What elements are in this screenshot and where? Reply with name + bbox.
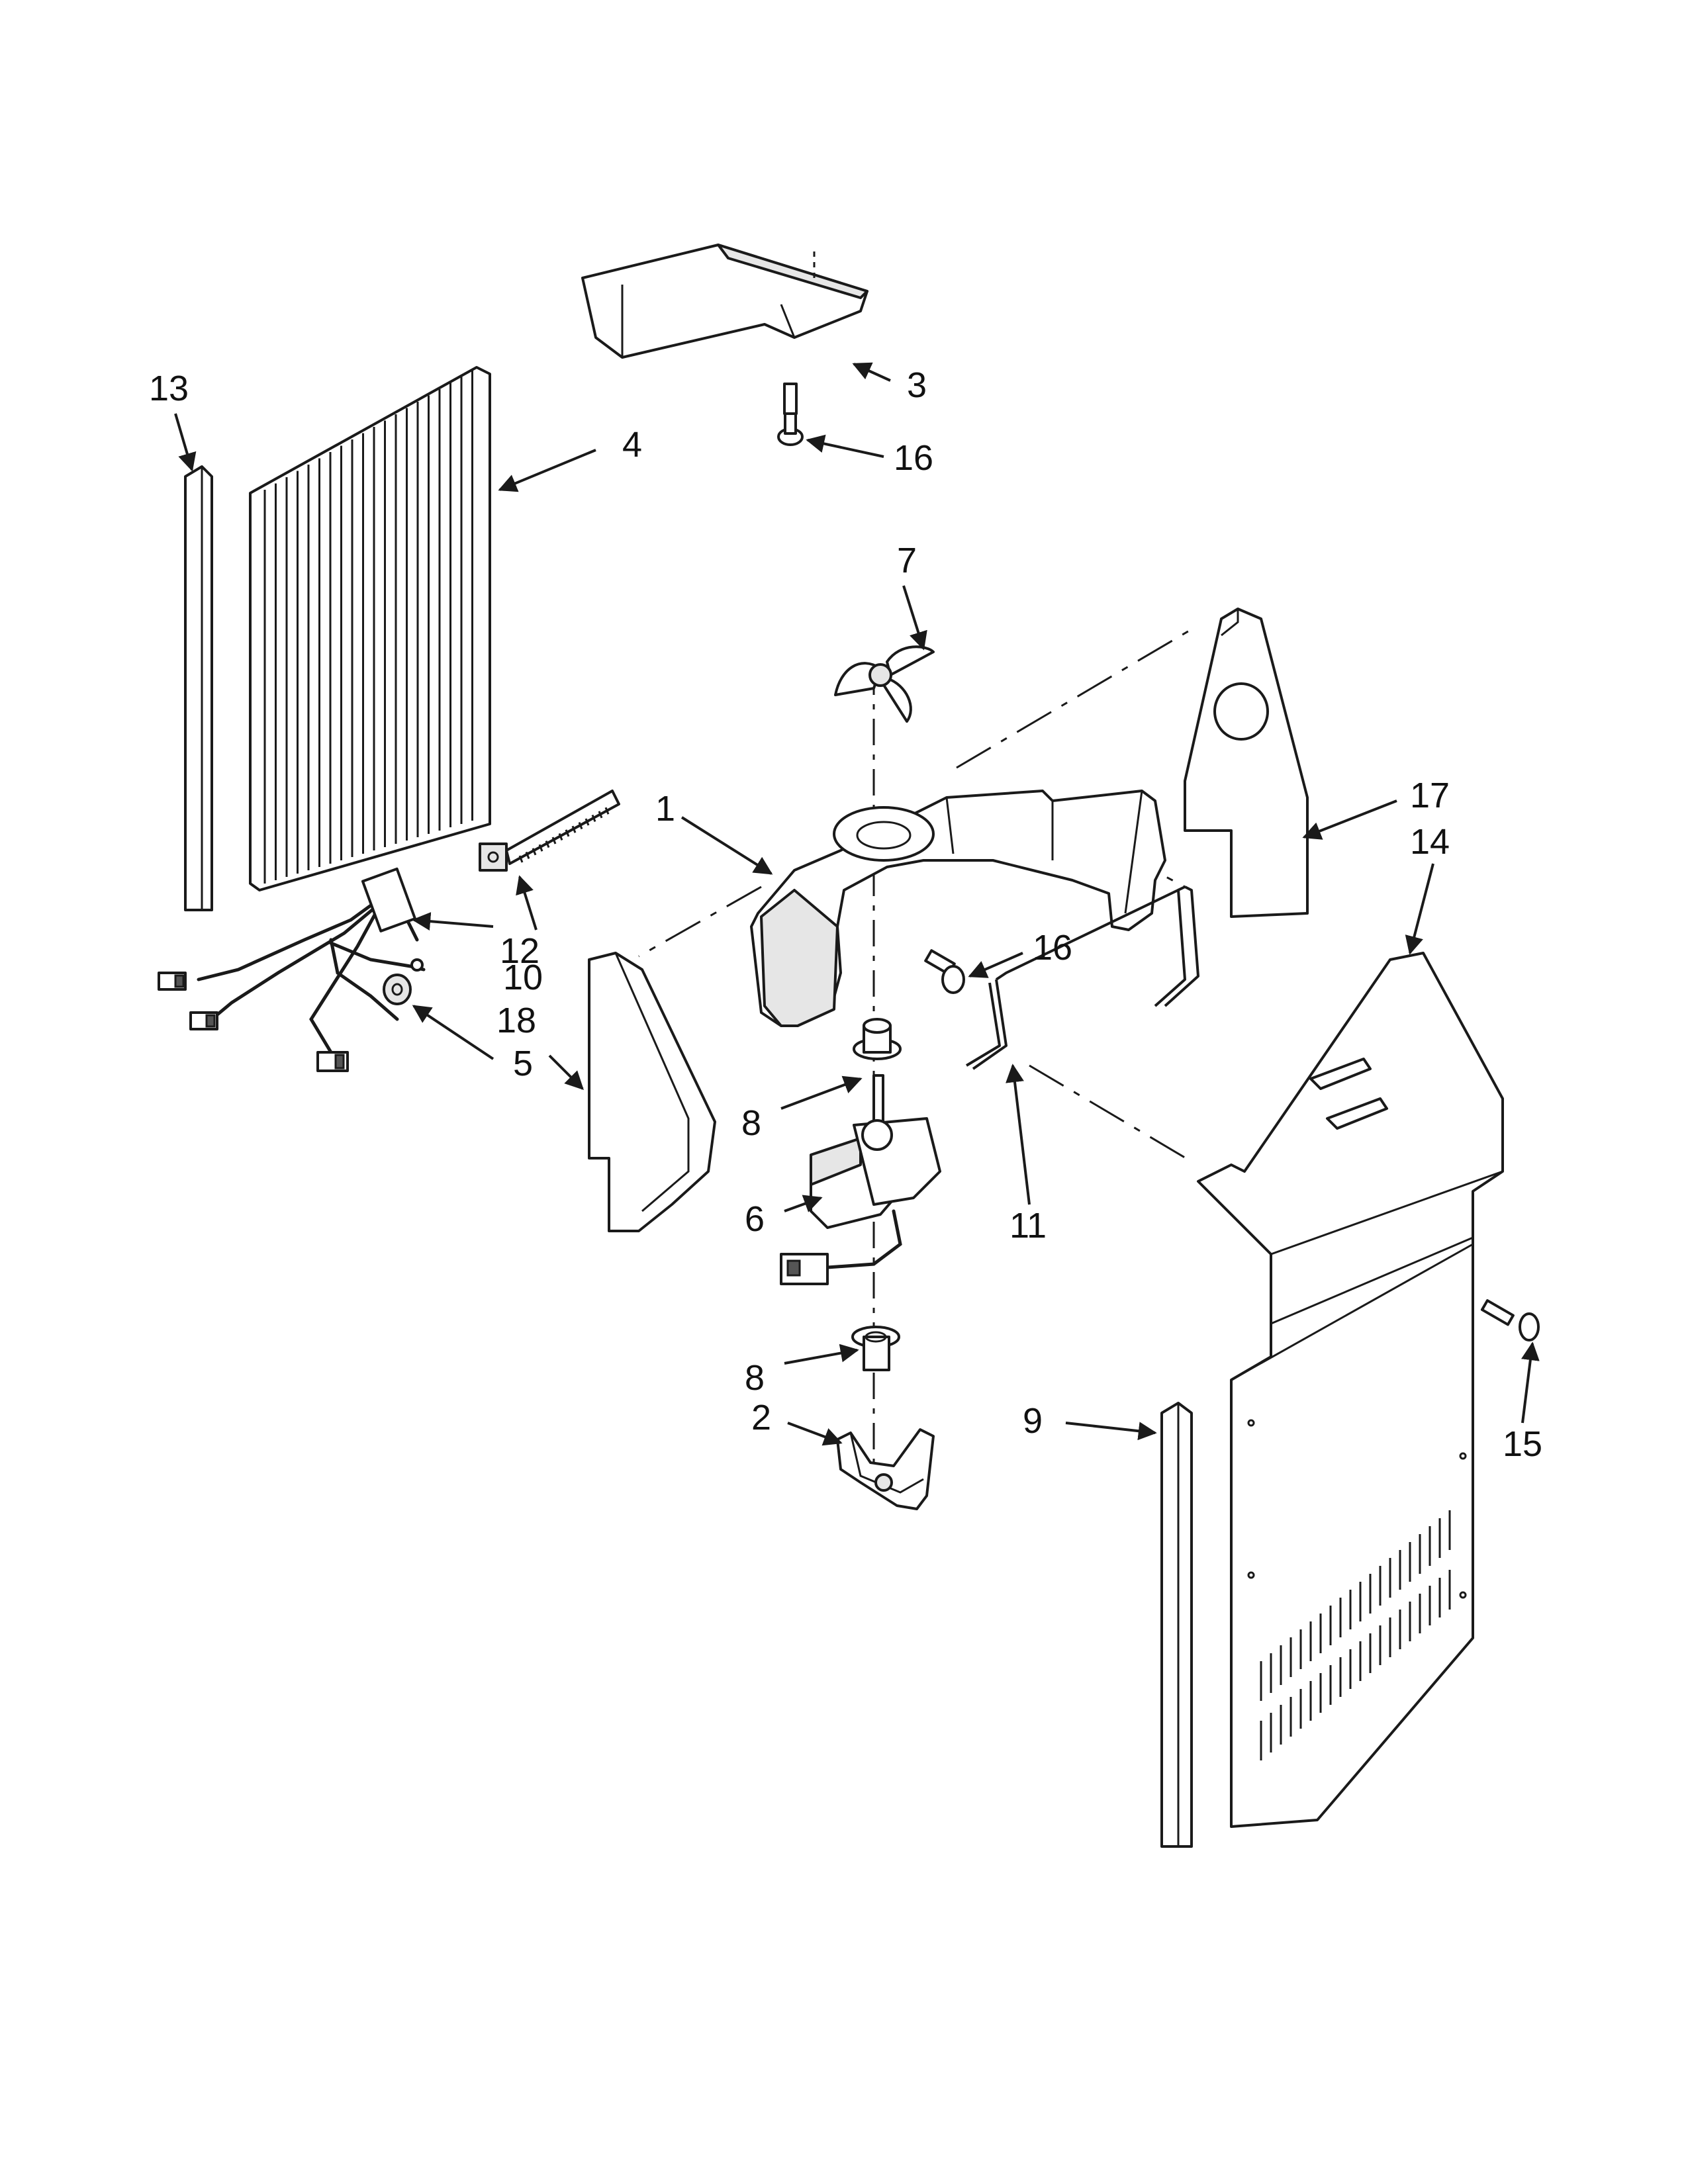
part-17-duct-plate [1184, 608, 1309, 918]
part-14-duct-cover [1197, 952, 1504, 1828]
part-8-grommet-bottom [851, 1326, 900, 1371]
callout-17: 17 [1410, 776, 1450, 815]
callout-13: 13 [149, 369, 189, 408]
callout-6: 6 [745, 1199, 765, 1239]
part-13-strip [184, 465, 213, 911]
callout-1: 1 [655, 789, 675, 829]
part-4-ribbed-panel [249, 366, 491, 891]
part-15-screw [1480, 1299, 1540, 1342]
callout-8-top: 8 [741, 1103, 761, 1143]
callout-11: 11 [1009, 1206, 1047, 1246]
callout-3: 3 [907, 365, 927, 405]
part-10-wire-harness [158, 867, 426, 1072]
part-3-top-bracket [581, 244, 868, 359]
part-18-duct-plate [588, 952, 716, 1232]
callout-9: 9 [1023, 1401, 1043, 1441]
part-5-thermistor [383, 974, 412, 1005]
callout-5: 5 [513, 1044, 533, 1083]
callout-16-mid: 16 [1033, 928, 1072, 968]
part-16-screw-top [777, 383, 804, 446]
callout-18: 18 [496, 1001, 536, 1040]
part-6-fan-motor [780, 1074, 941, 1285]
callout-14: 14 [1410, 822, 1450, 862]
callout-7: 7 [897, 541, 917, 580]
callout-16-top: 16 [894, 438, 933, 478]
callout-labels: 13 4 3 16 7 1 17 14 16 12 10 18 5 8 6 11… [149, 365, 1542, 1464]
callout-2: 2 [751, 1398, 771, 1437]
assembly-dash-lines [638, 624, 1199, 1476]
part-2-motor-bracket [836, 1428, 935, 1510]
part-1-fan-shroud [750, 790, 1166, 1027]
part-12-cable-tie [479, 790, 620, 872]
part-9-strip [1160, 1402, 1193, 1848]
callout-12: 12 [500, 931, 539, 971]
callout-4: 4 [622, 425, 642, 465]
callout-10: 10 [503, 958, 543, 997]
part-11-wire-bracket [965, 886, 1199, 1070]
callout-15: 15 [1503, 1424, 1542, 1464]
part-16-screw-mid [924, 949, 965, 994]
part-8-grommet-top [853, 1018, 902, 1060]
callout-8-bottom: 8 [745, 1358, 765, 1398]
part-7-fan-blade [834, 645, 935, 723]
leader-lines [174, 362, 1540, 1446]
